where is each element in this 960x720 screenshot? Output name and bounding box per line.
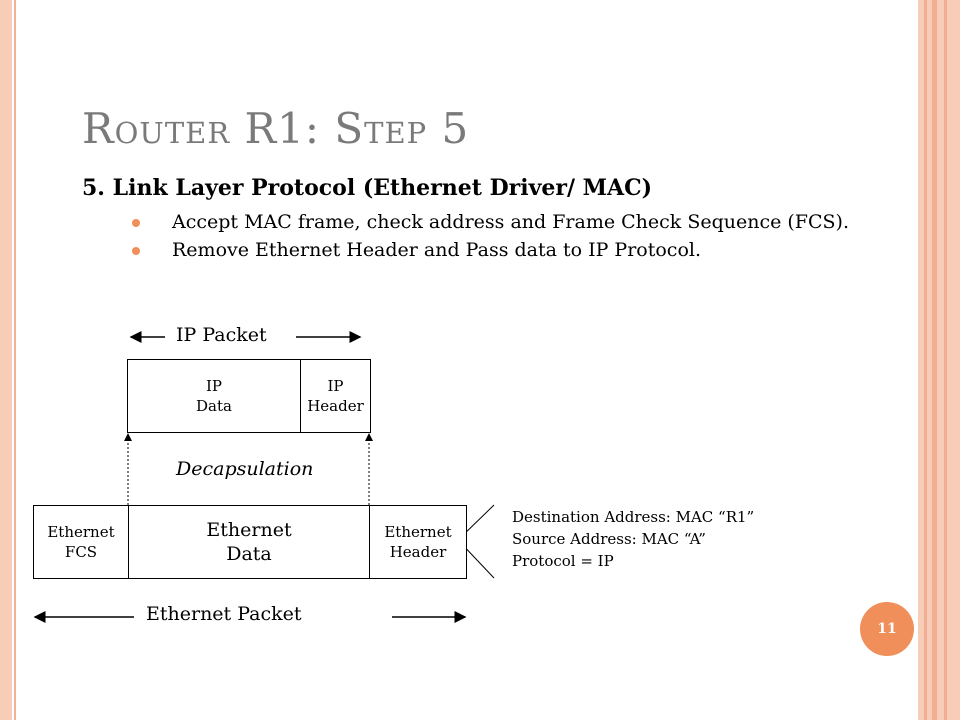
- bullet-dot-icon: [132, 219, 140, 227]
- ip-packet-label: IP Packet: [176, 324, 267, 346]
- ethernet-divider-right: [369, 506, 370, 578]
- page-number-badge: 11: [860, 602, 914, 656]
- ip-header-line2: Header: [307, 397, 364, 415]
- ethernet-packet-label: Ethernet Packet: [146, 603, 302, 625]
- ethernet-divider-left: [128, 506, 129, 578]
- slide-subheading: 5. Link Layer Protocol (Ethernet Driver/…: [82, 175, 653, 201]
- header-details: Destination Address: MAC “R1” Source Add…: [512, 506, 754, 572]
- ip-divider: [300, 360, 301, 432]
- ethernet-header-line2: Header: [389, 543, 447, 561]
- ethernet-data-line1: Ethernet: [206, 519, 292, 541]
- ethernet-data-cell: Ethernet Data: [129, 506, 369, 578]
- decapsulation-label: Decapsulation: [176, 458, 314, 480]
- protocol-field: Protocol = IP: [512, 552, 614, 570]
- source-address: Source Address: MAC “A”: [512, 530, 706, 548]
- left-frame-line: [14, 0, 16, 720]
- ethernet-header-cell: Ethernet Header: [370, 506, 466, 578]
- ip-header-cell: IP Header: [301, 360, 370, 432]
- left-frame-stripe: [0, 0, 12, 720]
- bullet-item: Remove Ethernet Header and Pass data to …: [132, 238, 852, 262]
- ethernet-data-line2: Data: [226, 543, 272, 565]
- bullet-item: Accept MAC frame, check address and Fram…: [132, 210, 852, 234]
- slide-title: Router R1: Step 5: [82, 104, 470, 153]
- bullet-dot-icon: [132, 247, 140, 255]
- ethernet-fcs-cell: Ethernet FCS: [34, 506, 128, 578]
- bullet-text: Remove Ethernet Header and Pass data to …: [172, 239, 701, 261]
- right-frame-stripe: [918, 0, 960, 720]
- ip-packet-box: IP Data IP Header: [127, 359, 371, 433]
- bullet-text: Accept MAC frame, check address and Fram…: [172, 211, 849, 233]
- ip-header-line1: IP: [327, 377, 344, 395]
- bullet-list: Accept MAC frame, check address and Fram…: [132, 210, 852, 266]
- destination-address: Destination Address: MAC “R1”: [512, 508, 755, 526]
- ip-data-cell: IP Data: [128, 360, 300, 432]
- ethernet-frame-box: Ethernet FCS Ethernet Data Ethernet Head…: [33, 505, 467, 579]
- ethernet-header-line1: Ethernet: [384, 523, 452, 541]
- ip-data-line1: IP: [205, 377, 223, 395]
- ethernet-fcs-line1: Ethernet: [47, 523, 115, 541]
- ethernet-fcs-line2: FCS: [64, 543, 98, 561]
- ip-data-line2: Data: [196, 397, 232, 415]
